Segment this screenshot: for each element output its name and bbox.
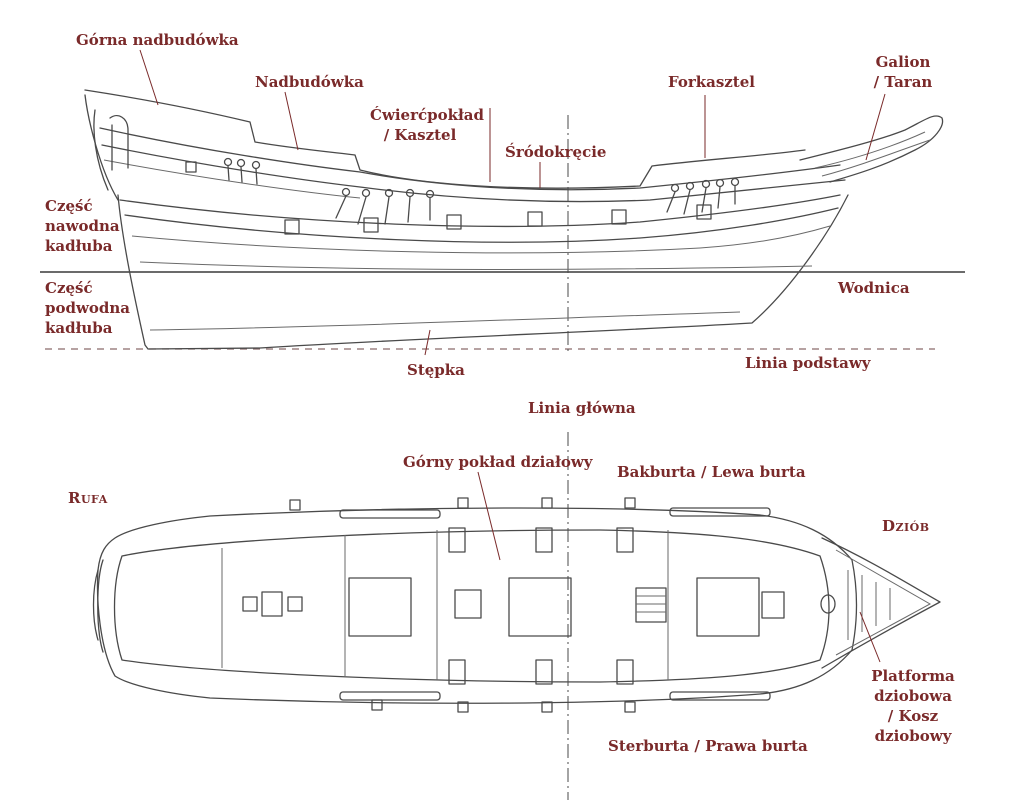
label-dziob: Dziób <box>882 517 930 535</box>
label-czesc-podwodna: Część podwodna kadłuba <box>45 278 130 338</box>
gunport <box>363 217 379 233</box>
bowsprit-base <box>820 594 836 614</box>
label-gorna-nadbudowka: Górna nadbudówka <box>76 31 239 49</box>
hatch <box>508 577 572 637</box>
label-platforma-line2: dziobowa <box>874 687 952 705</box>
deck-view <box>92 432 941 800</box>
side-view-hull <box>40 89 965 352</box>
label-srodokrecie: Śródokręcie <box>505 143 607 161</box>
label-platforma-line3: / Kosz <box>887 707 939 725</box>
label-galion-line1: Galion <box>875 53 931 71</box>
label-platforma-line4: dziobowy <box>874 727 952 745</box>
label-cwiercpoklad-line1: Ćwierćpokład <box>370 106 484 124</box>
label-cwiercpoklad-line2: / Kasztel <box>383 126 457 144</box>
bow-platform-outline <box>821 537 941 669</box>
label-platforma-line1: Platforma <box>871 667 955 685</box>
capstan <box>242 596 258 612</box>
rail-3 <box>101 144 846 203</box>
label-platforma-dziobowa: Platforma dziobowa / Kosz dziobowy <box>868 666 958 746</box>
label-czesc-nawodna-line2: nawodna <box>45 217 120 235</box>
gunport <box>527 211 543 227</box>
beakhead <box>799 115 944 183</box>
hatch <box>696 577 760 637</box>
label-galion: Galion / Taran <box>868 52 938 92</box>
label-czesc-podwodna-line2: podwodna <box>45 299 131 317</box>
deck-view-leaders <box>477 471 881 663</box>
label-stepka: Stępka <box>407 361 465 379</box>
label-czesc-nawodna-line1: Część <box>45 197 93 215</box>
keel-line <box>149 311 741 331</box>
label-czesc-podwodna-line1: Część <box>45 279 93 297</box>
side-view-leaders <box>139 49 886 356</box>
wale-2 <box>124 207 839 243</box>
gunport <box>696 204 712 220</box>
mast-step <box>761 591 785 619</box>
gunport <box>284 219 300 235</box>
label-czesc-nawodna-line3: kadłuba <box>45 237 113 255</box>
gunport <box>185 161 197 173</box>
mast-step <box>454 589 482 619</box>
chain-plates <box>289 497 771 713</box>
wale-1 <box>119 194 841 228</box>
hull-outline <box>117 194 849 350</box>
wale-3 <box>131 225 831 254</box>
stern-transom <box>92 559 104 653</box>
wale-4 <box>139 261 813 270</box>
label-gorny-poklad: Górny pokład działowy <box>403 453 593 471</box>
deck-hull-outline <box>96 507 858 704</box>
ladder <box>635 587 667 623</box>
capstan <box>287 596 303 612</box>
gunport <box>446 214 462 230</box>
label-bakburta: Bakburta / Lewa burta <box>617 463 806 481</box>
beakhead-rails <box>814 131 931 177</box>
gunport <box>611 209 627 225</box>
label-galion-line2: / Taran <box>873 73 933 91</box>
label-nadbudowka: Nadbudówka <box>255 73 364 91</box>
capstan <box>261 591 283 617</box>
label-czesc-podwodna-line3: kadłuba <box>45 319 113 337</box>
label-wodnica: Wodnica <box>838 279 910 297</box>
upper-rail <box>84 89 806 189</box>
rail-2 <box>99 127 841 191</box>
label-rufa: Rufa <box>68 489 108 507</box>
label-forkasztel: Forkasztel <box>668 73 755 91</box>
bow-platform-grating <box>835 549 932 656</box>
stern-gallery <box>93 109 129 191</box>
label-czesc-nawodna: Część nawodna kadłuba <box>45 196 120 256</box>
hatch <box>348 577 412 637</box>
swivel-guns <box>223 157 740 225</box>
label-linia-glowna: Linia główna <box>528 399 636 417</box>
deck-cannons <box>448 527 634 685</box>
rail-4 <box>103 159 361 199</box>
label-cwiercpoklad: Ćwierćpokład / Kasztel <box>370 105 484 145</box>
label-linia-podstawy: Linia podstawy <box>745 354 871 372</box>
label-sterburta: Sterburta / Prawa burta <box>608 737 808 755</box>
